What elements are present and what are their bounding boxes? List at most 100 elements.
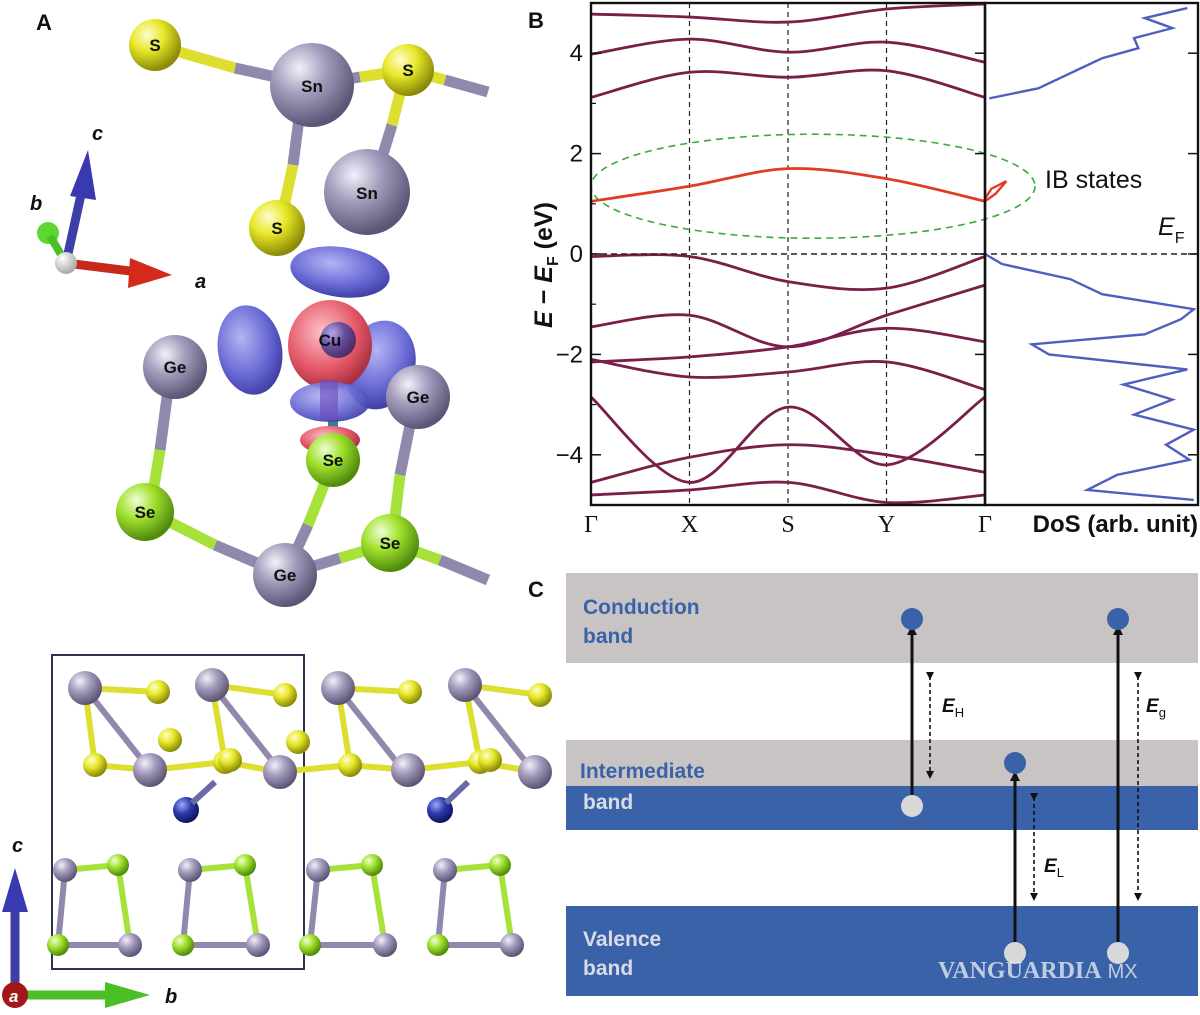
sulfur-atom bbox=[218, 748, 242, 772]
germanium-atom bbox=[118, 933, 142, 957]
conduction-band-label: Conduction bbox=[583, 596, 700, 619]
a-axis-arrowhead bbox=[128, 258, 172, 288]
tin-atom bbox=[391, 753, 425, 787]
axis-origin bbox=[55, 252, 77, 274]
band-curve bbox=[591, 358, 985, 391]
conduction-band-label-2: band bbox=[583, 625, 633, 648]
germanium-atom bbox=[306, 858, 330, 882]
selenium-atom bbox=[299, 934, 321, 956]
sn-s-layer bbox=[68, 668, 552, 789]
dos-curve-valence bbox=[985, 252, 1198, 502]
selenium-atom bbox=[107, 854, 129, 876]
electron bbox=[1107, 608, 1129, 630]
eg-label: Eg bbox=[1146, 696, 1166, 720]
band-curve bbox=[591, 443, 985, 484]
atom-label: Sn bbox=[301, 77, 323, 96]
sulfur-atom bbox=[158, 728, 182, 752]
kpoint-label: Y bbox=[878, 512, 895, 538]
intermediate-band-label: Intermediate bbox=[580, 760, 705, 783]
tin-atom bbox=[195, 668, 229, 702]
el-label: EL bbox=[1044, 856, 1064, 880]
selenium-atom bbox=[306, 433, 360, 487]
y-tick-label: 0 bbox=[570, 241, 583, 268]
dos-ib-peak bbox=[983, 180, 1008, 203]
y-tick-label: 4 bbox=[570, 40, 583, 67]
ib-highlight-ellipse bbox=[590, 133, 1036, 240]
conduction-band-rect bbox=[566, 573, 1198, 663]
intermediate-band-curve bbox=[591, 167, 985, 203]
atom-label: Ge bbox=[407, 388, 430, 407]
atom-label: S bbox=[402, 61, 413, 80]
selenium-atom bbox=[47, 934, 69, 956]
selenium-atom bbox=[361, 514, 419, 572]
germanium-atom bbox=[386, 365, 450, 429]
sulfur-atom bbox=[286, 730, 310, 754]
selenium-atom bbox=[116, 483, 174, 541]
band-curve bbox=[591, 326, 985, 364]
valence-band-label: Valence bbox=[583, 928, 661, 951]
atom-label: Ge bbox=[164, 358, 187, 377]
band-curve bbox=[591, 68, 985, 99]
copper-atom bbox=[320, 322, 356, 358]
axis-label-b: b bbox=[30, 193, 42, 215]
intermediate-band-label-2: band bbox=[583, 791, 633, 814]
selenium-atom bbox=[427, 934, 449, 956]
selenium-atom bbox=[489, 854, 511, 876]
ib-states-label: IB states bbox=[1045, 166, 1142, 194]
band-curve bbox=[591, 3, 985, 24]
electron bbox=[1004, 752, 1026, 774]
atom-label: Se bbox=[135, 503, 156, 522]
valence-band-rect bbox=[566, 906, 1198, 996]
tin-atom bbox=[263, 755, 297, 789]
sulfur-atom bbox=[382, 44, 434, 96]
sulfur-atom bbox=[146, 680, 170, 704]
selenium-atom bbox=[361, 854, 383, 876]
dos-plot bbox=[983, 1, 1200, 507]
band-curve bbox=[591, 37, 985, 64]
ge-se-layer bbox=[47, 854, 524, 957]
tin-atom bbox=[270, 43, 354, 127]
tin-atom bbox=[133, 753, 167, 787]
intermediate-band-upper-rect bbox=[566, 740, 1198, 786]
c-axis-arrowhead bbox=[70, 150, 96, 200]
dos-axis-label: DoS (arb. unit) bbox=[1033, 511, 1198, 538]
germanium-atom bbox=[143, 335, 207, 399]
germanium-atom bbox=[433, 858, 457, 882]
selenium-atom bbox=[234, 854, 256, 876]
tin-atom bbox=[68, 671, 102, 705]
germanium-atom bbox=[373, 933, 397, 957]
c-axis-arrow bbox=[61, 189, 87, 264]
intermediate-band-lower-rect bbox=[566, 786, 1198, 830]
kpoint-label: X bbox=[681, 512, 698, 538]
atom-label: Ge bbox=[274, 566, 297, 585]
germanium-atom bbox=[178, 858, 202, 882]
a-axis-arrow bbox=[65, 258, 139, 277]
kpoint-label: Γ bbox=[584, 512, 598, 538]
sulfur-atom bbox=[249, 200, 305, 256]
c-axis-arrowhead bbox=[2, 868, 28, 912]
sulfur-atom bbox=[478, 748, 502, 772]
axis-label-c: c bbox=[12, 835, 23, 857]
sulfur-atom bbox=[398, 680, 422, 704]
sulfur-atom bbox=[129, 19, 181, 71]
axis-label-a: a bbox=[9, 987, 18, 1006]
sulfur-atom bbox=[528, 683, 552, 707]
atom-label: S bbox=[149, 36, 160, 55]
tin-atom bbox=[518, 755, 552, 789]
fermi-level-label: EF bbox=[1158, 213, 1185, 247]
charge-density-isosurfaces bbox=[217, 246, 416, 454]
axis-label-a: a bbox=[195, 271, 206, 293]
valence-band-label-2: band bbox=[583, 957, 633, 980]
atom-label: Cu bbox=[319, 331, 342, 350]
y-tick-label: 2 bbox=[570, 141, 583, 168]
hole bbox=[1107, 942, 1129, 964]
crystal-axes-top: a c b bbox=[30, 123, 206, 293]
panel-a-atoms: S Sn S Sn S Cu Ge Ge Se Se Se Ge bbox=[116, 19, 450, 607]
hole bbox=[901, 795, 923, 817]
tin-atom bbox=[324, 149, 410, 235]
y-tick-label: −4 bbox=[556, 442, 583, 469]
